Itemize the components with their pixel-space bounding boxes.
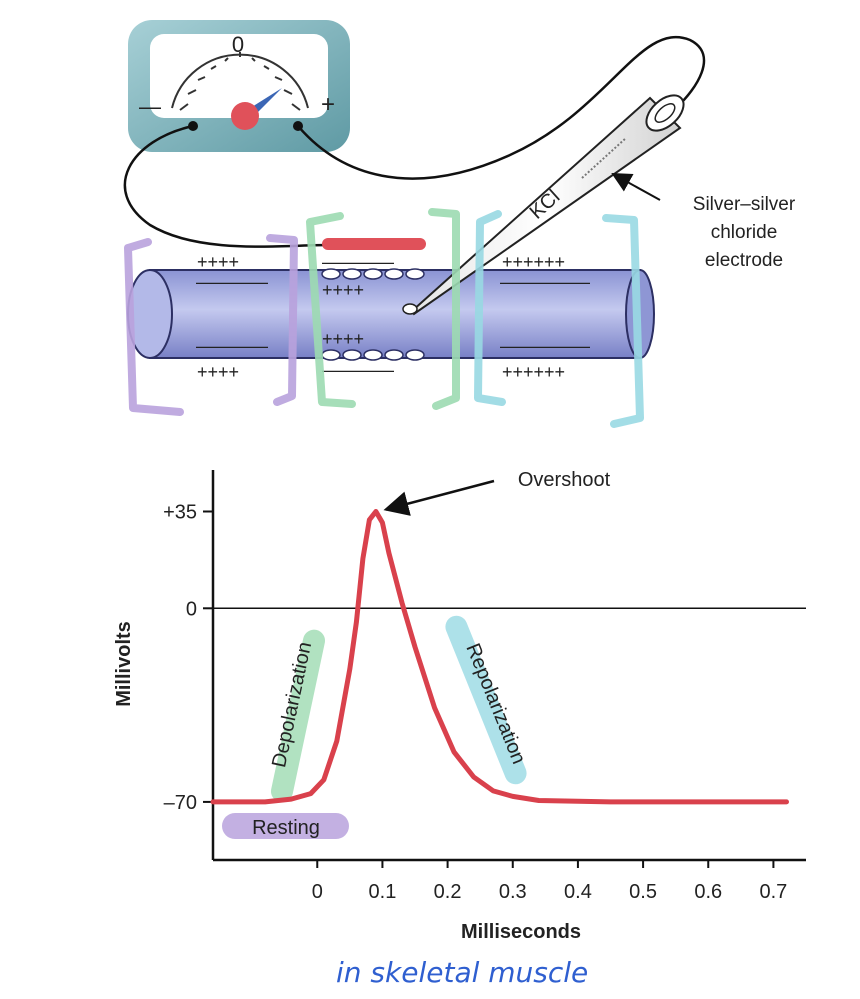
x-tick-label: 0.4 xyxy=(564,881,592,903)
x-tick-label: 0.1 xyxy=(369,881,397,903)
electrode-callout-line-1: Silver–silver xyxy=(693,194,796,215)
highlight-brackets xyxy=(124,208,644,428)
axon: ++++ ———— ++++++ ———— ++++ ————— ———— ++… xyxy=(127,238,655,382)
electrode-callout-line-3: electrode xyxy=(705,250,783,271)
membrane-charges: ++++ ———— ++++++ ———— ++++ ————— ———— ++… xyxy=(196,252,590,382)
action-potential-chart: +35 0 –70 0 0.1 0.2 0.3 0.4 0.5 0.6 0.7 Millivolt… xyxy=(113,469,806,943)
voltmeter: 0 — + xyxy=(128,20,350,152)
axon-cylinder xyxy=(149,269,641,359)
charges-inner-top-right: ————— xyxy=(500,272,590,292)
bracket-repolarization-right xyxy=(602,214,644,428)
bracket-depolarization-left xyxy=(306,212,356,408)
charges-outer-bottom-right: ++++++ xyxy=(502,362,565,382)
meter-minus-label: — xyxy=(139,94,161,119)
charges-outer-bottom-left: ++++ xyxy=(197,362,239,382)
charges-inner-bottom-left: ———— xyxy=(196,336,268,356)
dial-ticks xyxy=(179,52,301,111)
pipette-opening xyxy=(645,94,685,132)
meter-pivot xyxy=(231,102,259,130)
y-tick-label: –70 xyxy=(164,792,197,814)
ion-channels-top xyxy=(321,268,425,280)
y-tick-label: 0 xyxy=(186,598,197,620)
electrode-callout-arrow xyxy=(611,173,661,201)
charges-inner-bottom-mid: ++++ xyxy=(322,329,364,349)
x-tick-label: 0 xyxy=(312,881,323,903)
depolarization-highlight xyxy=(270,629,326,803)
charges-inner-bottom-right: ————— xyxy=(500,336,590,356)
x-axis-label: Milliseconds xyxy=(461,921,581,943)
stimulus-electrode xyxy=(322,238,426,250)
charges-outer-top-left: ++++ xyxy=(197,252,239,272)
x-tick-label: 0.3 xyxy=(499,881,527,903)
bracket-repolarization-left xyxy=(474,210,506,406)
voltmeter-dial xyxy=(150,34,328,118)
x-tick-group: 0 0.1 0.2 0.3 0.4 0.5 0.6 0.7 xyxy=(312,860,788,903)
resting-label: Resting xyxy=(252,817,320,839)
x-tick-label: 0.5 xyxy=(629,881,657,903)
charges-inner-top-mid: ++++ xyxy=(322,280,364,300)
charges-inner-top-left: ———— xyxy=(196,272,268,292)
pipette-bore xyxy=(654,103,676,123)
wire-positive xyxy=(297,36,706,180)
charges-outer-top-right: ++++++ xyxy=(502,252,565,272)
charges-outer-bottom-mid: ———— xyxy=(322,360,394,380)
y-tick-label: +35 xyxy=(163,501,197,523)
x-tick-label: 0.6 xyxy=(694,881,722,903)
pipette-tip xyxy=(402,303,418,315)
bracket-depolarization-right xyxy=(428,208,460,410)
bracket-resting-left xyxy=(124,238,184,416)
x-tick-label: 0.7 xyxy=(760,881,788,903)
silver-wire xyxy=(581,137,627,179)
overshoot-label: Overshoot xyxy=(518,469,611,491)
handwritten-note: in skeletal muscle xyxy=(336,956,588,989)
meter-plus-label: + xyxy=(321,91,335,118)
resting-highlight xyxy=(222,813,349,839)
overshoot-arrow xyxy=(383,479,495,516)
repolarization-highlight xyxy=(445,615,527,785)
y-axis-label: Millivolts xyxy=(113,621,135,707)
action-potential-curve xyxy=(210,509,789,805)
electrode-callout-line-2: chloride xyxy=(711,222,778,243)
meter-zero-label: 0 xyxy=(232,32,244,57)
ion-channels-bottom xyxy=(321,349,425,361)
charges-outer-top-mid: ———— xyxy=(322,252,394,272)
bracket-resting-right xyxy=(266,234,298,406)
x-tick-label: 0.2 xyxy=(434,881,462,903)
wire-negative xyxy=(123,124,331,248)
y-tick-group: +35 0 –70 xyxy=(163,501,213,814)
